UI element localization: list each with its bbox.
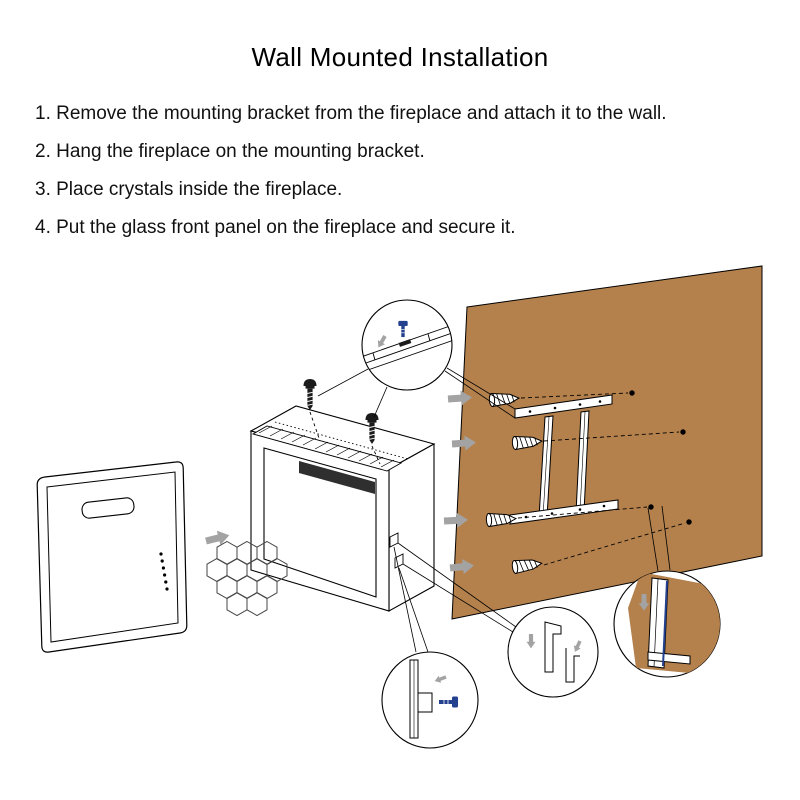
- panel-handle: [81, 497, 135, 519]
- mounting-screws: [303, 378, 381, 465]
- wall-hole-dots: [629, 390, 692, 525]
- fireplace-opening-frame: [263, 447, 377, 598]
- bracket-rail-top: [514, 394, 613, 419]
- page-title: Wall Mounted Installation: [251, 42, 549, 72]
- hook-plate: [544, 621, 562, 673]
- callout-wall-corner: [613, 505, 721, 678]
- instruction-step-1: 1. Remove the mounting bracket from the …: [35, 103, 667, 124]
- callout-bracket-rail: [317, 299, 516, 419]
- instruction-step-2: 2. Hang the fireplace on the mounting br…: [35, 141, 425, 162]
- vent-perforation-row: [274, 421, 409, 460]
- bracket-profile-hook: [417, 692, 433, 713]
- mounting-bracket: [509, 394, 619, 525]
- instruction-steps: 1. Remove the mounting bracket from the …: [35, 102, 780, 254]
- glass-front-panel: [36, 461, 188, 653]
- panel-outline: [36, 461, 188, 653]
- wall-hole-dot: [648, 504, 654, 510]
- callout-circle: [361, 299, 453, 391]
- fireplace-top-vent: [251, 425, 403, 472]
- fireplace-heater-band: [299, 461, 375, 494]
- wall: [451, 265, 763, 620]
- panel-indicator-dots: [159, 552, 169, 591]
- fireplace-right-face: [388, 443, 435, 612]
- fireplace-unit: [249, 405, 436, 612]
- instruction-step-4: 4. Put the glass front panel on the fire…: [35, 217, 516, 238]
- bracket-edge-highlight: [662, 580, 668, 667]
- bracket-bottom-lip: [647, 651, 691, 665]
- anchor-guide-lines: [517, 392, 686, 566]
- wall-hole-dot: [680, 429, 686, 435]
- wall-hole-dot: [629, 390, 635, 396]
- crystals-insert-arrow-icon: [204, 527, 232, 549]
- callout-hook-bracket: [397, 542, 599, 698]
- hook-plate-2: [565, 648, 580, 683]
- rail-keyhole-slot: [398, 339, 412, 347]
- callout-bracket-profile: [381, 546, 479, 749]
- instruction-step-3: 3. Place crystals inside the fireplace.: [35, 179, 343, 200]
- wall-hole-dot: [686, 519, 692, 525]
- panel-inner-line: [46, 471, 179, 643]
- screw-icon: [303, 378, 317, 411]
